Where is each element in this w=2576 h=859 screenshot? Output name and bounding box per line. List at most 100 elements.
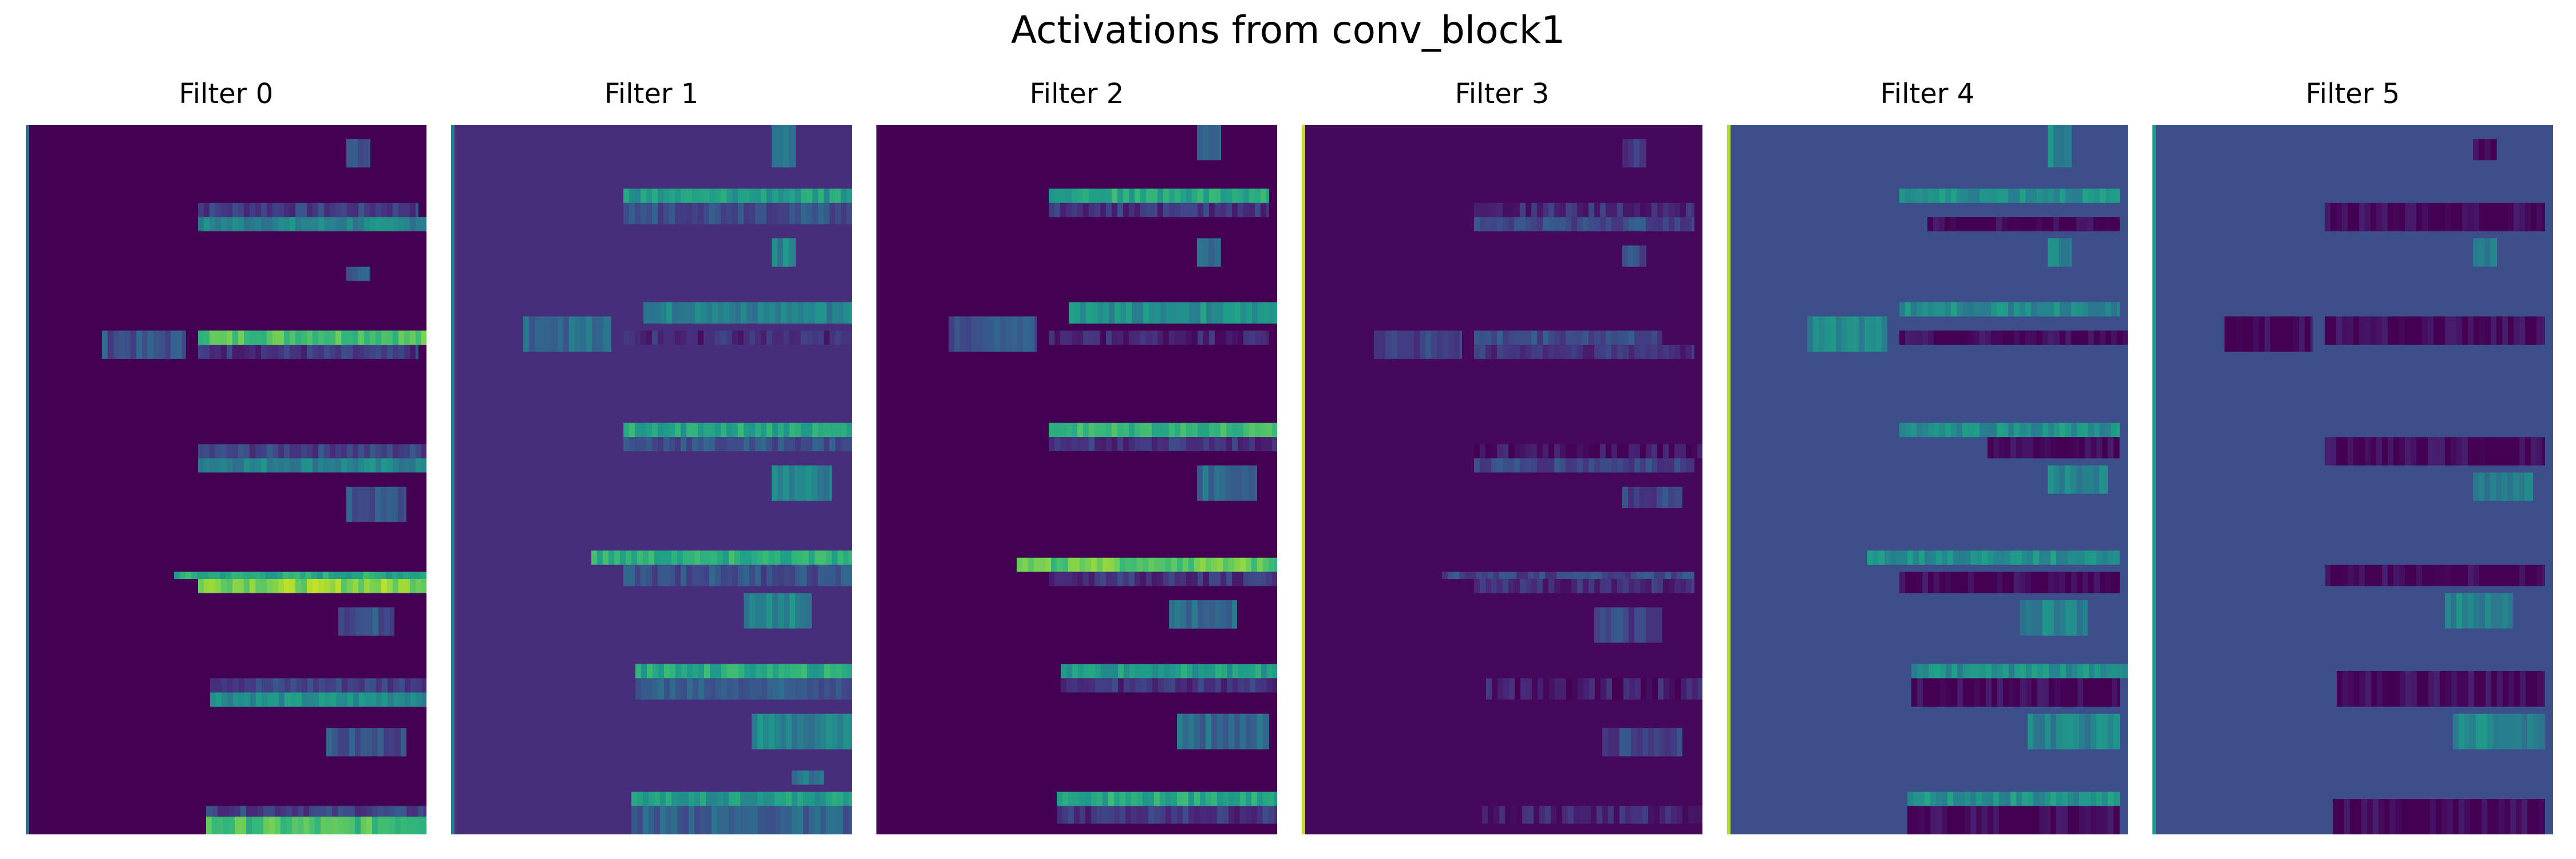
- heatmap-cell: [1985, 217, 1990, 231]
- heatmap-cell: [372, 817, 378, 834]
- heatmap-cell: [212, 817, 218, 834]
- heatmap-cell: [341, 217, 347, 231]
- heatmap-cell: [620, 550, 626, 565]
- heatmap-cell: [204, 579, 210, 593]
- heatmap-cell: [1066, 188, 1072, 203]
- heatmap-cell: [1514, 203, 1520, 218]
- heatmap-cell: [1165, 557, 1171, 572]
- heatmap-cell: [2048, 600, 2054, 636]
- heatmap-cell: [1882, 316, 1887, 352]
- heatmap-cell: [2382, 203, 2388, 231]
- heatmap-cell: [1175, 423, 1180, 438]
- heatmap-cell: [2102, 791, 2108, 806]
- heatmap-cell: [1543, 217, 1548, 231]
- heatmap-cell: [1623, 203, 1629, 218]
- heatmap-cell: [824, 203, 829, 224]
- heatmap-cell: [272, 330, 278, 345]
- heatmap-cell: [2376, 437, 2382, 466]
- heatmap-cell: [343, 806, 349, 817]
- heatmap-cell: [1922, 188, 1928, 203]
- heatmap-cell: [663, 203, 669, 224]
- heatmap-cell: [1240, 302, 1246, 324]
- heatmap-cell: [1526, 579, 1531, 593]
- heatmap-cell: [704, 678, 710, 700]
- heatmap-cell: [1970, 806, 1976, 834]
- heatmap-cell: [2111, 572, 2117, 593]
- heatmap-cell: [1135, 572, 1140, 586]
- heatmap-cell: [1560, 203, 1566, 218]
- heatmap-cell: [290, 692, 296, 707]
- heatmap-cell: [1982, 806, 1988, 834]
- heatmap-cell: [2106, 664, 2112, 679]
- heatmap-cell: [2020, 678, 2026, 707]
- heatmap-cell: [1140, 330, 1146, 345]
- heatmap-cell: [1474, 217, 1480, 231]
- heatmap-cell: [335, 330, 341, 345]
- heatmap-cell: [1511, 572, 1516, 579]
- heatmap-cell: [2065, 238, 2071, 267]
- heatmap-cell: [2094, 423, 2100, 438]
- heatmap-cell: [398, 579, 404, 593]
- heatmap-cell: [1965, 550, 1970, 565]
- heatmap-cell: [646, 565, 652, 586]
- heatmap-cell: [2433, 565, 2439, 586]
- heatmap-cell: [2073, 806, 2079, 834]
- heatmap-cell: [1957, 678, 1963, 707]
- heatmap-cell: [1629, 330, 1634, 345]
- heatmap-cell: [1677, 572, 1682, 579]
- heatmap-cell: [847, 565, 852, 586]
- heatmap-cell: [1922, 572, 1928, 593]
- heatmap-cell: [1991, 423, 1997, 438]
- heatmap-cell: [1539, 572, 1545, 579]
- heatmap-cell: [635, 330, 641, 345]
- heatmap-cell: [1537, 203, 1543, 218]
- heatmap-cell: [1146, 330, 1152, 345]
- heatmap-cell: [1152, 437, 1157, 451]
- heatmap-cell: [412, 817, 418, 834]
- heatmap-cell: [1147, 664, 1152, 679]
- heatmap-cell: [255, 458, 261, 473]
- heatmap-cell: [652, 188, 658, 203]
- heatmap-cell: [338, 607, 344, 636]
- heatmap-cell: [744, 664, 750, 679]
- heatmap-cell: [971, 316, 977, 352]
- heatmap-cell: [692, 330, 698, 345]
- heatmap-cell: [1251, 806, 1257, 824]
- heatmap-cell: [2456, 203, 2462, 231]
- heatmap-cell: [1657, 579, 1663, 593]
- heatmap-cell: [1600, 579, 1606, 593]
- heatmap-cell: [401, 728, 406, 756]
- heatmap-cell: [335, 203, 341, 218]
- heatmap-cell: [2048, 423, 2054, 438]
- heatmap-cell: [1204, 678, 1210, 693]
- heatmap-cell: [778, 203, 784, 224]
- heatmap-cell: [1234, 557, 1240, 572]
- heatmap-cell: [1911, 572, 1917, 593]
- heatmap-cell: [1186, 572, 1192, 586]
- heatmap-cell: [2485, 593, 2491, 629]
- heatmap-cell: [2401, 799, 2407, 834]
- heatmap-cell: [2048, 125, 2053, 168]
- heatmap-cell: [1480, 345, 1485, 359]
- heatmap-cell: [763, 550, 769, 565]
- heatmap-cell: [704, 203, 709, 224]
- heatmap-cell: [1152, 572, 1157, 586]
- heatmap-cell: [1934, 664, 1940, 679]
- heatmap-cell: [341, 444, 347, 459]
- heatmap-cell: [376, 678, 382, 693]
- heatmap-cell: [1508, 203, 1514, 218]
- heatmap-cell: [1537, 444, 1543, 459]
- heatmap-cell: [215, 345, 221, 359]
- heatmap-cell: [2060, 664, 2066, 679]
- heatmap-cell: [1674, 486, 1680, 509]
- heatmap-cell: [1169, 330, 1175, 345]
- heatmap-cell: [2310, 316, 2313, 352]
- heatmap-cell: [729, 550, 734, 565]
- heatmap-cell: [1905, 423, 1911, 438]
- heatmap-cell: [2502, 565, 2508, 586]
- heatmap-cell: [1571, 458, 1577, 473]
- heatmap-cell: [824, 678, 830, 700]
- heatmap-cell: [1997, 423, 2002, 438]
- heatmap-cell: [1106, 188, 1112, 203]
